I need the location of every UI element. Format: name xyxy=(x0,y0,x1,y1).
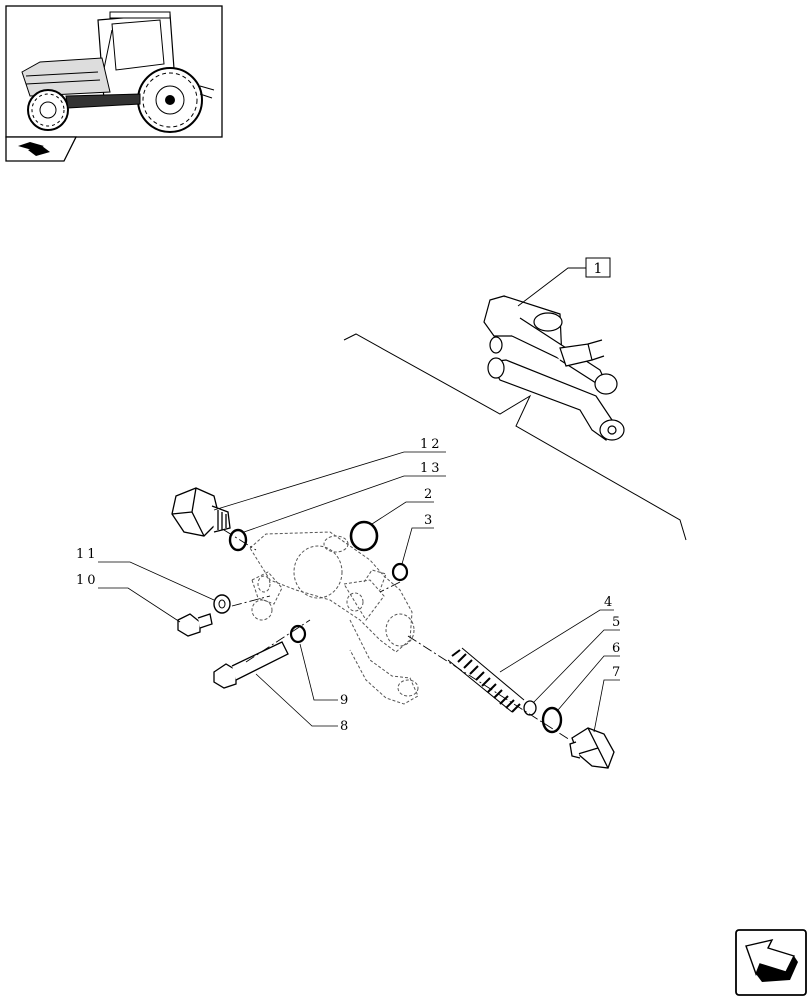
tractor-thumbnail-icon[interactable] xyxy=(5,5,223,138)
hex-plug-12 xyxy=(171,487,231,537)
callout-5[interactable]: 5 xyxy=(533,615,623,703)
callout-8[interactable]: 8 xyxy=(255,673,351,734)
callout-6[interactable]: 6 xyxy=(557,641,623,711)
o-ring-9 xyxy=(289,624,307,644)
next-page-arrow-icon[interactable] xyxy=(735,929,807,996)
callout-label-3: 3 xyxy=(424,513,435,528)
assembly-section-icon[interactable] xyxy=(5,136,78,162)
long-bolt-8 xyxy=(213,641,289,689)
callout-label-1: 1 xyxy=(594,261,603,277)
spring-4 xyxy=(447,647,525,713)
washer-11-hole xyxy=(218,599,226,609)
view-separator-line xyxy=(343,333,687,541)
o-ring-2 xyxy=(349,520,379,552)
callout-7[interactable]: 7 xyxy=(593,665,623,733)
valve-assembly-preview xyxy=(483,295,625,441)
callout-label-9: 9 xyxy=(340,693,351,708)
callout-label-11: 11 xyxy=(76,547,99,562)
callout-1[interactable]: 1 xyxy=(517,257,611,307)
rocker-body-phantom xyxy=(249,531,419,705)
o-ring-13 xyxy=(228,528,248,552)
callout-label-12: 12 xyxy=(420,437,443,452)
callout-label-8: 8 xyxy=(340,719,351,734)
callout-label-10: 10 xyxy=(76,573,99,588)
callout-10[interactable]: 10 xyxy=(76,573,181,623)
callout-13[interactable]: 13 xyxy=(243,461,446,533)
callout-label-7: 7 xyxy=(612,665,623,680)
hex-plug-7 xyxy=(569,727,615,769)
o-ring-6 xyxy=(541,706,563,734)
assembly-axis-lines xyxy=(223,529,571,741)
callout-label-6: 6 xyxy=(612,641,623,656)
callout-label-2: 2 xyxy=(424,487,435,502)
callout-4[interactable]: 4 xyxy=(499,595,615,673)
callout-2[interactable]: 2 xyxy=(371,487,435,525)
callout-label-13: 13 xyxy=(420,461,443,476)
callout-label-4: 4 xyxy=(604,595,615,610)
callout-11[interactable]: 11 xyxy=(76,547,215,601)
callout-label-5: 5 xyxy=(612,615,623,630)
callout-9[interactable]: 9 xyxy=(299,643,351,708)
callout-12[interactable]: 12 xyxy=(213,437,446,511)
washer-5 xyxy=(523,700,537,716)
o-ring-3 xyxy=(391,562,409,582)
callout-3[interactable]: 3 xyxy=(401,513,435,565)
bolt-10 xyxy=(177,613,213,637)
